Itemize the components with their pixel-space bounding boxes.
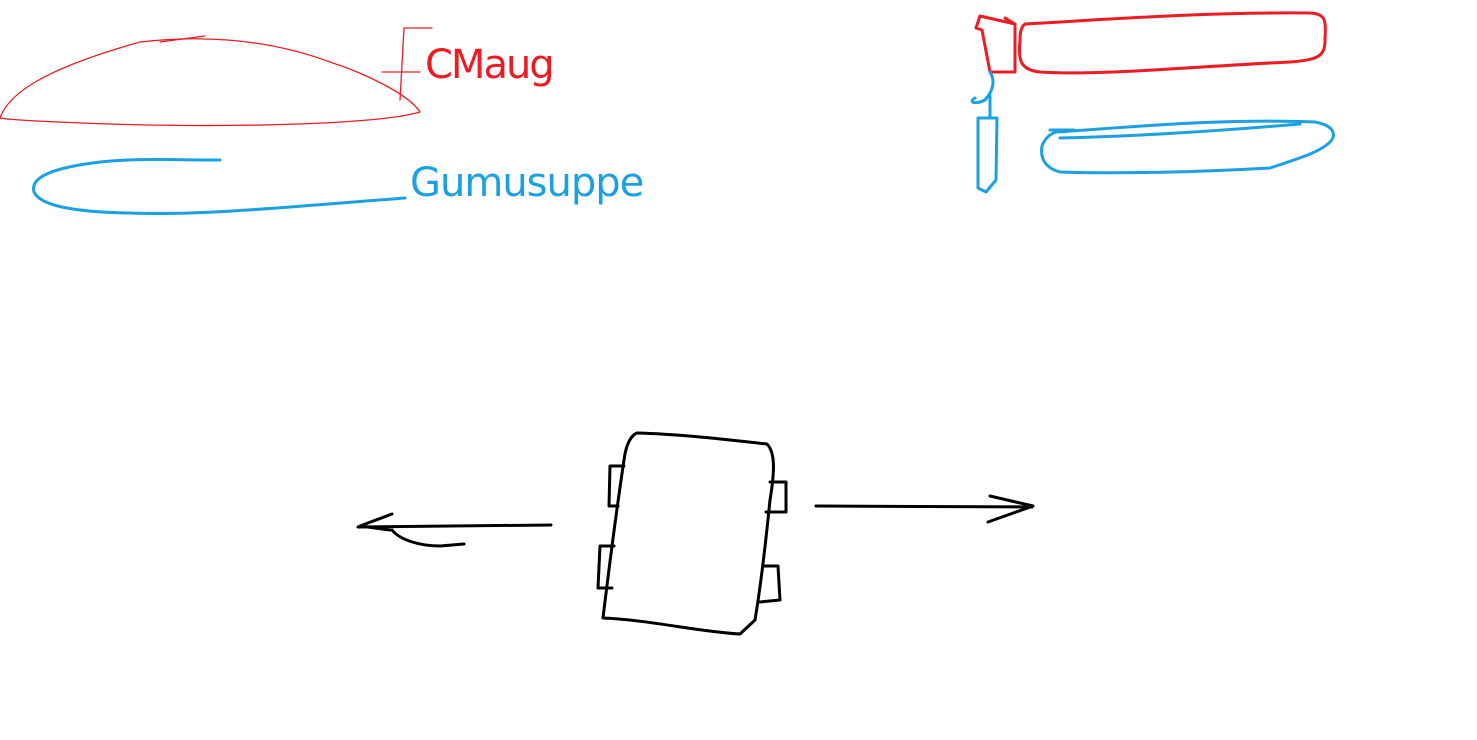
red-pill-cap	[974, 14, 1017, 74]
red-pill	[1017, 11, 1327, 75]
red-scrawl-label: CMaug	[425, 42, 553, 88]
red-pill-group	[974, 11, 1327, 75]
arrow-left-head	[358, 512, 466, 548]
arrow-left-icon	[356, 512, 553, 548]
arrow-right-icon	[814, 494, 1035, 524]
component-box-icon	[596, 431, 788, 636]
component-tab-left-top	[607, 464, 626, 508]
component-box	[601, 431, 775, 636]
red-ellipse-group: CMaug	[0, 27, 555, 127]
blue-pill-group	[970, 70, 1335, 194]
arrow-right-shaft	[814, 504, 1034, 509]
red-ellipse	[0, 38, 421, 127]
component-tab-left-bottom	[596, 544, 616, 590]
arrow-right-head	[986, 494, 1035, 524]
component-tab-right-top	[764, 480, 788, 514]
red-bracket	[381, 27, 433, 101]
red-ellipse-top-mark	[159, 35, 206, 43]
blue-ellipse	[32, 158, 407, 216]
blue-stick	[970, 70, 999, 194]
arrow-left-shaft	[356, 523, 553, 529]
component-tab-right-bottom	[758, 564, 782, 604]
blue-scrawl-label: Gumusuppe	[410, 160, 643, 206]
blue-pill	[1040, 119, 1335, 175]
blue-ellipse-group: Gumusuppe	[32, 158, 644, 216]
blue-pill-inner	[1048, 122, 1302, 140]
